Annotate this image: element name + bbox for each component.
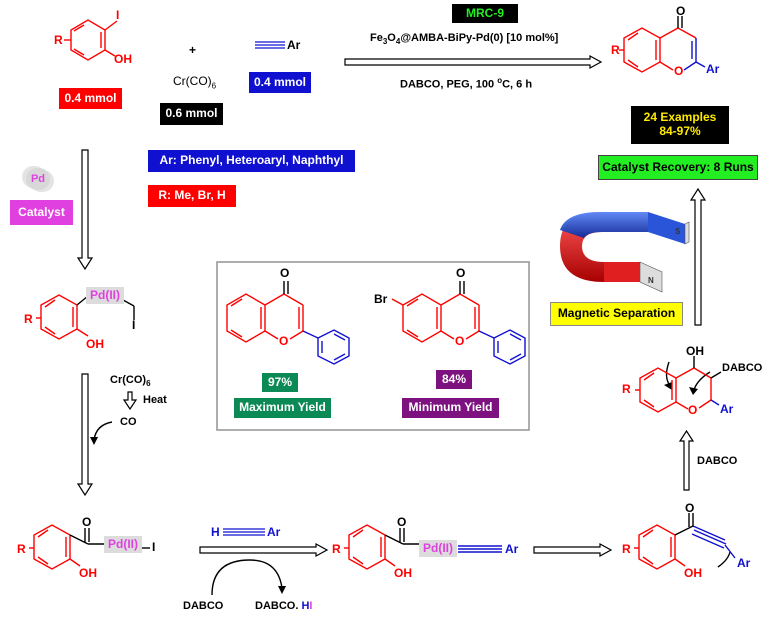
arrow-to-pd-complex xyxy=(76,149,94,271)
ynone-OH: OH xyxy=(684,566,702,580)
arrow-to-alkynyl-complex xyxy=(199,542,329,558)
flavone-product-structure xyxy=(619,16,706,73)
inset-flavone-carbonyl-O: O xyxy=(280,266,290,280)
alkyne-Ar: Ar xyxy=(287,38,301,52)
plus-sign: + xyxy=(189,43,197,57)
min-yield-value: 84% xyxy=(436,370,472,389)
magnet-pole-S: S xyxy=(675,227,681,236)
curved-arrows xyxy=(90,361,731,596)
ynone-Ar: Ar xyxy=(737,556,751,570)
product-carbonyl-O: O xyxy=(676,4,686,18)
acyl-pd-complex-structure xyxy=(29,524,150,570)
max-yield-label: Maximum Yield xyxy=(234,398,331,418)
crco6-mech: Cr(CO)6 xyxy=(110,374,151,389)
arrow-heat-co xyxy=(122,391,138,411)
crco6-amount: 0.6 mmol xyxy=(160,103,223,125)
aryl-pd-complex-structure xyxy=(36,294,135,340)
inset-flavone-ring-O: O xyxy=(279,334,289,348)
iodophenol-amount: 0.4 mmol xyxy=(59,88,122,109)
reaction-arrows xyxy=(76,54,707,558)
arrow-to-recovery xyxy=(689,187,707,326)
alkyne-H: H xyxy=(211,525,220,539)
product-R: R xyxy=(611,43,620,57)
magnet-pole-N: N xyxy=(648,276,654,285)
iodophenol-OH: OH xyxy=(114,52,132,66)
dabco-cyclization-label: DABCO xyxy=(697,455,738,467)
acyl-OH: OH xyxy=(79,566,97,580)
ynone-R: R xyxy=(622,542,631,556)
heat-label: Heat xyxy=(143,394,167,406)
alkynyl-O: O xyxy=(397,515,407,529)
ynone-structure xyxy=(634,513,736,570)
enol-dabco: DABCO xyxy=(722,362,763,374)
alkynyl-Ar: Ar xyxy=(505,542,519,556)
arrow-to-acyl-complex xyxy=(76,373,94,497)
flavone-inset-structure xyxy=(226,281,350,365)
co-label: CO xyxy=(120,416,137,428)
arrow-dabco-cyclization xyxy=(678,429,695,491)
alkyne-mech-Ar: Ar xyxy=(267,525,281,539)
pd2-acyl-label: Pd(II) xyxy=(104,536,142,553)
enol-R: R xyxy=(622,382,631,396)
enol-ring-O: O xyxy=(688,403,698,417)
enol-intermediate-structure xyxy=(635,356,722,413)
aryl-pd-R: R xyxy=(24,312,33,326)
dabco-base-label: DABCO xyxy=(183,600,224,612)
inset-bromo-Br: Br xyxy=(374,292,388,306)
conditions-label: DABCO, PEG, 100 oC, 6 h xyxy=(400,76,533,91)
inset-bromo-ring-O: O xyxy=(455,334,465,348)
alkyne-structure xyxy=(255,41,285,49)
alkynyl-OH: OH xyxy=(394,566,412,580)
alkyne-amount: 0.4 mmol xyxy=(249,72,311,93)
product-ring-O: O xyxy=(674,64,684,78)
crco6-reagent: Cr(CO)6 xyxy=(173,74,217,91)
pd2-alkynyl-label: Pd(II) xyxy=(419,540,457,557)
iodophenol-R: R xyxy=(54,33,63,47)
pd2-aryl-label: Pd(II) xyxy=(86,287,124,304)
dabco-hi-label: DABCO. HI xyxy=(255,600,313,612)
horseshoe-magnet-icon xyxy=(560,212,690,293)
iodophenol-I: I xyxy=(116,8,120,22)
catalyst-label: Catalyst xyxy=(10,200,73,225)
enol-Ar: Ar xyxy=(720,402,734,416)
product-Ar: Ar xyxy=(706,62,720,76)
pd-bubble: Pd xyxy=(26,168,50,190)
catalyst-recovery-box: Catalyst Recovery: 8 Runs xyxy=(598,155,758,180)
catalyst-loading-label: Fe3O4@AMBA-BiPy-Pd(0) [10 mol%] xyxy=(370,32,559,47)
inset-bromo-carbonyl-O: O xyxy=(456,266,466,280)
acyl-R: R xyxy=(17,542,26,556)
acyl-O: O xyxy=(82,515,92,529)
arrow-to-ynone xyxy=(533,542,613,558)
max-yield-value: 97% xyxy=(262,373,298,392)
acyl-pd-I: I xyxy=(152,540,156,554)
bromoflavone-inset-structure xyxy=(391,281,526,365)
aryl-pd-I: I xyxy=(132,318,136,332)
magnetic-separation-label: Magnetic Separation xyxy=(550,302,683,326)
min-yield-label: Minimum Yield xyxy=(402,398,499,418)
catalyst-tag: MRC-9 xyxy=(452,4,518,23)
r-scope-label: R: Me, Br, H xyxy=(148,185,236,207)
ynone-O: O xyxy=(685,501,695,515)
enol-OH: OH xyxy=(686,344,704,358)
ar-scope-label: Ar: Phenyl, Heteroaryl, Naphthyl xyxy=(148,150,355,172)
terminal-alkyne-structure xyxy=(223,528,265,536)
main-reaction-arrow xyxy=(344,54,603,70)
aryl-pd-OH: OH xyxy=(86,337,104,351)
alkynyl-pd-complex-structure xyxy=(344,524,502,570)
alkynyl-R: R xyxy=(332,542,341,556)
iodophenol-structure xyxy=(64,19,118,61)
